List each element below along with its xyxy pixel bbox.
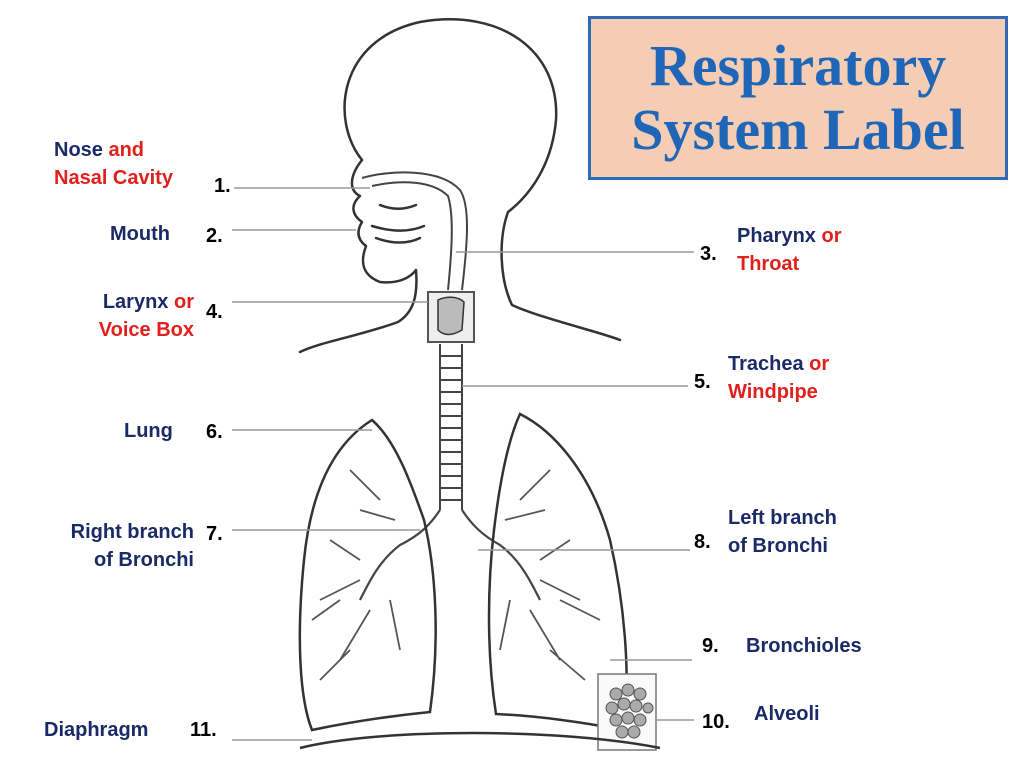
label-lung: Lung (124, 420, 173, 442)
label-left-bronchi: Left branch of Bronchi (728, 504, 837, 560)
number-9: 9. (702, 635, 719, 657)
label-diaphragm: Diaphragm (44, 719, 149, 741)
label-pharynx-conj: or (821, 225, 842, 247)
label-trachea: Trachea or Windpipe (728, 350, 829, 406)
label-alveoli: Alveoli (754, 703, 820, 725)
label-mouth: Mouth (110, 223, 170, 245)
lungs (298, 412, 628, 732)
label-trachea-alt: Windpipe (728, 381, 818, 403)
bronchi (359, 509, 541, 601)
label-pharynx-text: Pharynx (737, 225, 816, 247)
label-trachea-conj: or (809, 353, 830, 375)
bronchioles (311, 469, 601, 681)
diaphragm-curve (299, 731, 661, 750)
label-larynx-text: Larynx (102, 291, 169, 313)
number-7: 7. (206, 523, 223, 545)
trachea (439, 344, 463, 510)
label-larynx-alt: Voice Box (98, 319, 194, 341)
number-10: 10. (702, 711, 730, 733)
label-trachea-text: Trachea (728, 353, 804, 375)
number-8: 8. (694, 531, 711, 553)
title-box: Respiratory System Label (588, 16, 1008, 180)
number-2: 2. (206, 225, 223, 247)
label-larynx: Larynx or Voice Box (99, 288, 194, 344)
body-outline (298, 18, 622, 354)
title-line-2: System Label (631, 97, 965, 162)
number-11: 11. (190, 719, 217, 741)
number-3: 3. (700, 243, 717, 265)
label-nose-alt: Nasal Cavity (54, 167, 173, 189)
label-right-bronchi: Right branch of Bronchi (71, 518, 194, 574)
label-left-bronchi-line1: Left branch (728, 507, 837, 529)
label-bronchioles: Bronchioles (746, 635, 862, 657)
larynx-box (427, 291, 475, 343)
label-nose-text: Nose (54, 139, 103, 161)
label-right-bronchi-line1: Right branch (70, 521, 194, 543)
label-larynx-conj: or (174, 291, 194, 313)
label-right-bronchi-line2: of Bronchi (94, 549, 194, 571)
alveoli-box (597, 673, 657, 751)
title-line-1: Respiratory (649, 33, 947, 98)
label-pharynx: Pharynx or Throat (737, 222, 842, 278)
leader-lines (232, 187, 694, 741)
number-4: 4. (206, 301, 223, 323)
label-nose: Nose and Nasal Cavity (54, 136, 173, 192)
label-left-bronchi-line2: of Bronchi (728, 535, 828, 557)
airway (361, 171, 468, 291)
label-pharynx-alt: Throat (737, 253, 800, 275)
number-5: 5. (694, 371, 711, 393)
number-6: 6. (206, 421, 223, 443)
label-nose-conj: and (108, 139, 145, 161)
number-1: 1. (214, 175, 231, 197)
